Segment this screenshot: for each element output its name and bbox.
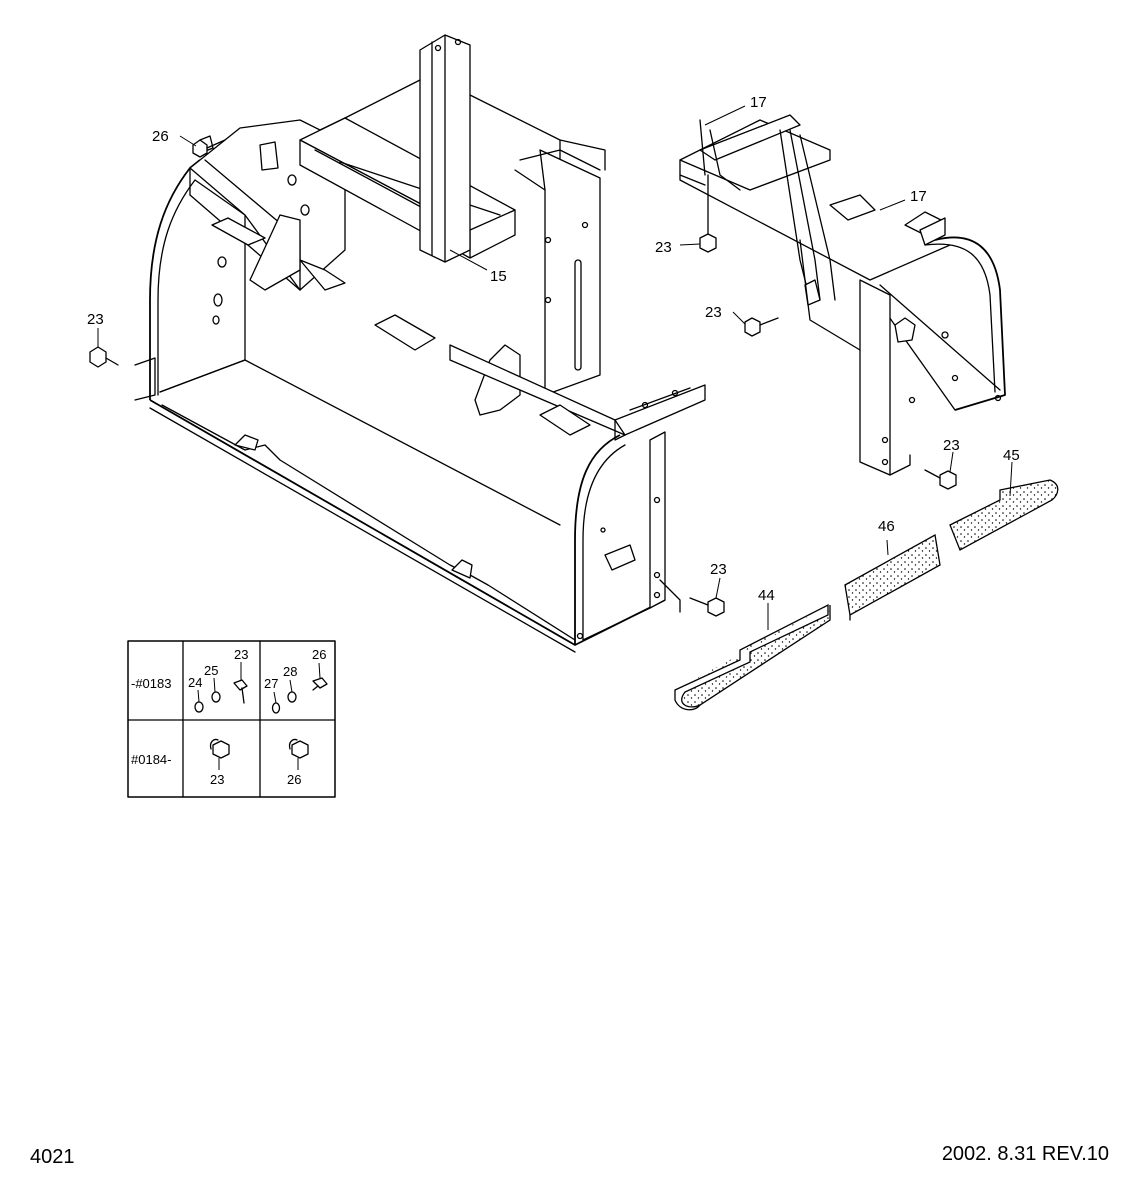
table-r1c2-part-28: 28 xyxy=(283,664,297,679)
variant-table: -#0183 #0184- 24 25 23 27 28 26 23 26 xyxy=(128,641,335,797)
callout-23-left: 23 xyxy=(87,311,104,328)
table-row-label-1: -#0183 xyxy=(131,676,171,691)
right-sub-frame xyxy=(680,115,1005,475)
table-r1c1-part-24: 24 xyxy=(188,675,202,690)
main-frame xyxy=(135,35,705,652)
pad-44 xyxy=(675,605,830,710)
page-number: 4021 xyxy=(30,1146,75,1168)
table-r1c1-part-23: 23 xyxy=(234,647,248,662)
callout-44: 44 xyxy=(758,587,775,604)
callout-17-top: 17 xyxy=(750,94,767,111)
table-r1c1-part-25: 25 xyxy=(204,663,218,678)
leader-lines xyxy=(98,106,1012,630)
table-row-label-2: #0184- xyxy=(131,752,171,767)
table-r1c2-part-27: 27 xyxy=(264,676,278,691)
revision-date: 2002. 8.31 REV.10 xyxy=(941,1143,1109,1165)
callout-26-top: 26 xyxy=(152,128,169,145)
table-r2c2-part-26: 26 xyxy=(287,772,301,787)
table-r2c1-part-23: 23 xyxy=(210,772,224,787)
callout-15: 15 xyxy=(490,268,507,285)
callout-46: 46 xyxy=(878,518,895,535)
callout-labels: 26 15 23 17 17 23 23 23 45 46 23 44 xyxy=(87,94,1020,604)
bolt-shapes xyxy=(90,140,956,616)
callout-23-rb2: 23 xyxy=(705,304,722,321)
callout-17-mid: 17 xyxy=(910,188,927,205)
callout-45: 45 xyxy=(1003,447,1020,464)
callout-23-rb1: 23 xyxy=(655,239,672,256)
pad-46 xyxy=(845,535,940,620)
callout-23-rb3: 23 xyxy=(943,437,960,454)
pad-45 xyxy=(950,480,1058,550)
table-r1c2-part-26: 26 xyxy=(312,647,326,662)
callout-23-front: 23 xyxy=(710,561,727,578)
